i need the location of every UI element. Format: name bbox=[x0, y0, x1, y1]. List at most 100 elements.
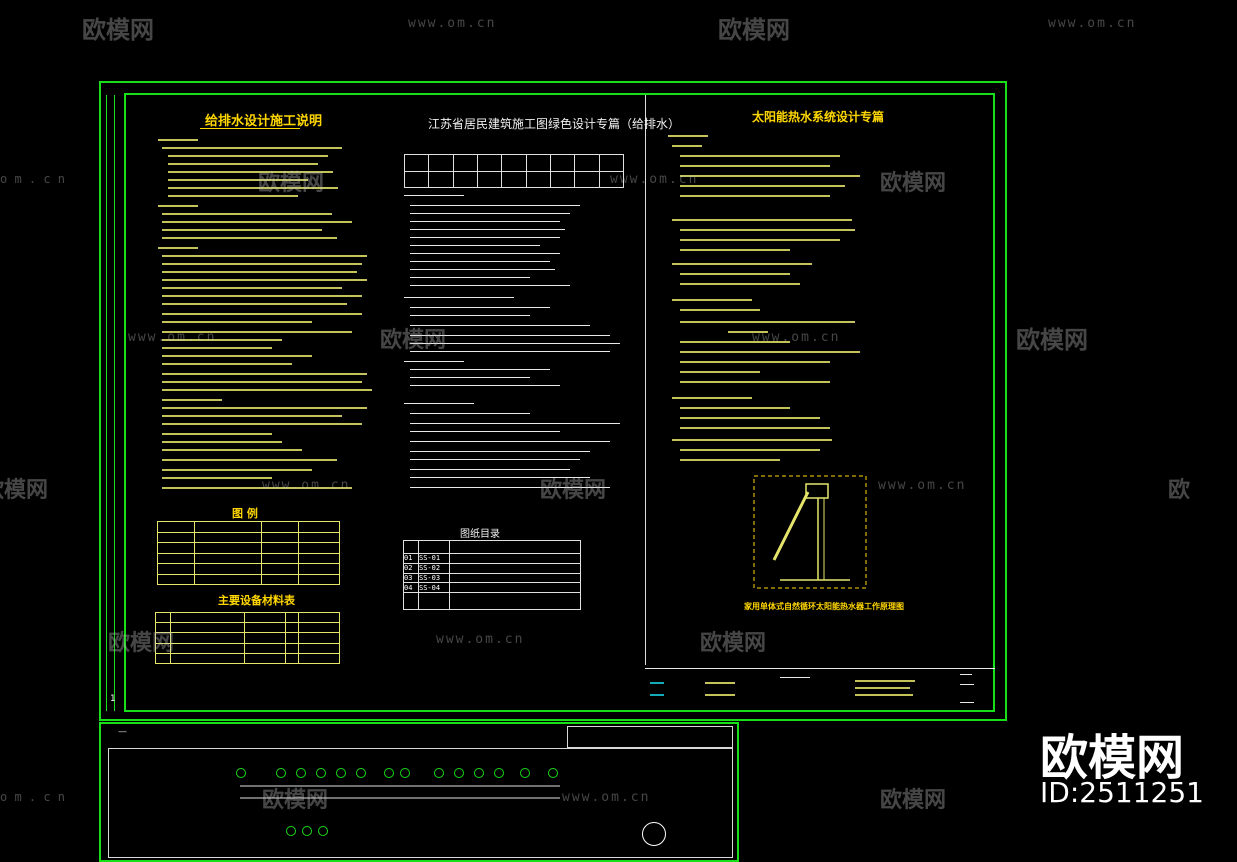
note-line bbox=[410, 459, 580, 460]
note-line bbox=[410, 253, 560, 254]
note-line bbox=[680, 341, 790, 343]
watermark-url: www.om.cn bbox=[408, 16, 497, 31]
note-line bbox=[680, 321, 855, 323]
axis-bubble bbox=[384, 768, 394, 778]
note-line bbox=[672, 219, 852, 221]
axis-bubble bbox=[318, 826, 328, 836]
axis-bubble bbox=[276, 768, 286, 778]
row-code: SS-03 bbox=[418, 572, 450, 584]
note-line bbox=[162, 279, 367, 281]
watermark-brand: 欧模网 bbox=[880, 788, 947, 813]
note-line bbox=[680, 459, 780, 461]
axis-bubble bbox=[454, 768, 464, 778]
note-line bbox=[410, 213, 570, 214]
note-line bbox=[855, 694, 913, 696]
note-line bbox=[162, 487, 352, 489]
watermark-url: www.om.cn bbox=[752, 330, 841, 345]
note-line bbox=[162, 477, 272, 479]
note-line bbox=[162, 449, 302, 451]
note-line bbox=[162, 229, 322, 231]
note-line bbox=[410, 261, 550, 262]
note-line bbox=[410, 441, 610, 442]
note-line bbox=[162, 363, 292, 365]
row-code: SS-02 bbox=[418, 562, 450, 574]
note-line bbox=[650, 682, 664, 684]
note-line bbox=[158, 247, 198, 249]
note-line bbox=[410, 269, 555, 270]
watermark-url: o m . c n bbox=[0, 172, 66, 186]
note-line bbox=[162, 355, 312, 357]
left-title: 给排水设计施工说明 bbox=[205, 114, 323, 129]
note-line bbox=[162, 469, 312, 471]
watermark-brand: 欧 bbox=[1168, 478, 1191, 503]
note-line bbox=[168, 187, 338, 189]
note-line bbox=[168, 163, 318, 165]
solar-heater-diagram bbox=[753, 475, 867, 589]
axis-bubble bbox=[236, 768, 246, 778]
left-notes-block bbox=[150, 137, 380, 497]
note-line bbox=[410, 469, 570, 470]
note-line bbox=[162, 147, 342, 149]
note-line bbox=[162, 347, 272, 349]
equipment-table bbox=[155, 611, 340, 665]
legend-table bbox=[157, 521, 340, 585]
note-line bbox=[728, 331, 768, 333]
axis-bubble bbox=[400, 768, 410, 778]
note-line bbox=[162, 407, 367, 409]
note-line bbox=[404, 195, 464, 196]
note-line bbox=[410, 229, 565, 230]
note-line bbox=[168, 155, 328, 157]
note-line bbox=[680, 449, 820, 451]
figure-caption: 家用单体式自然循环太阳能热水器工作原理图 bbox=[744, 601, 904, 611]
axis-bubble bbox=[520, 768, 530, 778]
note-line bbox=[410, 487, 610, 488]
sheet-frame bbox=[99, 81, 1007, 721]
note-line bbox=[705, 682, 735, 684]
note-line bbox=[410, 423, 620, 424]
note-line bbox=[162, 415, 342, 417]
watermark-url: www.om.cn bbox=[878, 478, 967, 493]
note-line bbox=[410, 431, 560, 432]
axis-bubble bbox=[548, 768, 558, 778]
lower-plan-grid bbox=[240, 785, 560, 799]
note-line bbox=[960, 674, 972, 675]
note-line bbox=[162, 263, 362, 265]
watermark-brand: 欧模网 bbox=[1016, 326, 1088, 354]
center-title: 江苏省居民建筑施工图绿色设计专篇（给排水） bbox=[428, 117, 681, 131]
note-line bbox=[162, 237, 337, 239]
note-line bbox=[162, 381, 362, 383]
center-notes-block bbox=[404, 195, 634, 495]
note-line bbox=[410, 351, 610, 352]
note-line bbox=[162, 313, 362, 315]
watermark-url: www.om.cn bbox=[610, 172, 699, 187]
note-line bbox=[162, 399, 222, 401]
note-line bbox=[672, 397, 752, 399]
axis-bubble bbox=[302, 826, 312, 836]
note-line bbox=[410, 205, 580, 206]
note-line bbox=[162, 433, 272, 435]
note-line bbox=[410, 325, 590, 326]
note-line bbox=[162, 441, 282, 443]
row-no: 01 bbox=[403, 553, 419, 564]
watermark-url: www.om.cn bbox=[436, 632, 525, 647]
note-line bbox=[680, 239, 840, 241]
note-line bbox=[855, 680, 915, 682]
note-line bbox=[680, 273, 790, 275]
watermark-brand: 欧模网 bbox=[380, 328, 447, 353]
watermark-url: www.om.cn bbox=[128, 330, 217, 345]
axis-bubble bbox=[336, 768, 346, 778]
note-line bbox=[158, 139, 198, 141]
note-line bbox=[162, 255, 367, 257]
note-line bbox=[680, 155, 840, 157]
note-line bbox=[162, 373, 367, 375]
axis-bubble bbox=[316, 768, 326, 778]
note-line bbox=[680, 381, 830, 383]
note-line bbox=[680, 361, 830, 363]
note-line bbox=[680, 175, 860, 177]
note-line bbox=[680, 407, 790, 409]
note-line bbox=[162, 389, 372, 391]
watermark-brand: 欧模网 bbox=[258, 171, 325, 196]
note-line bbox=[680, 185, 845, 187]
